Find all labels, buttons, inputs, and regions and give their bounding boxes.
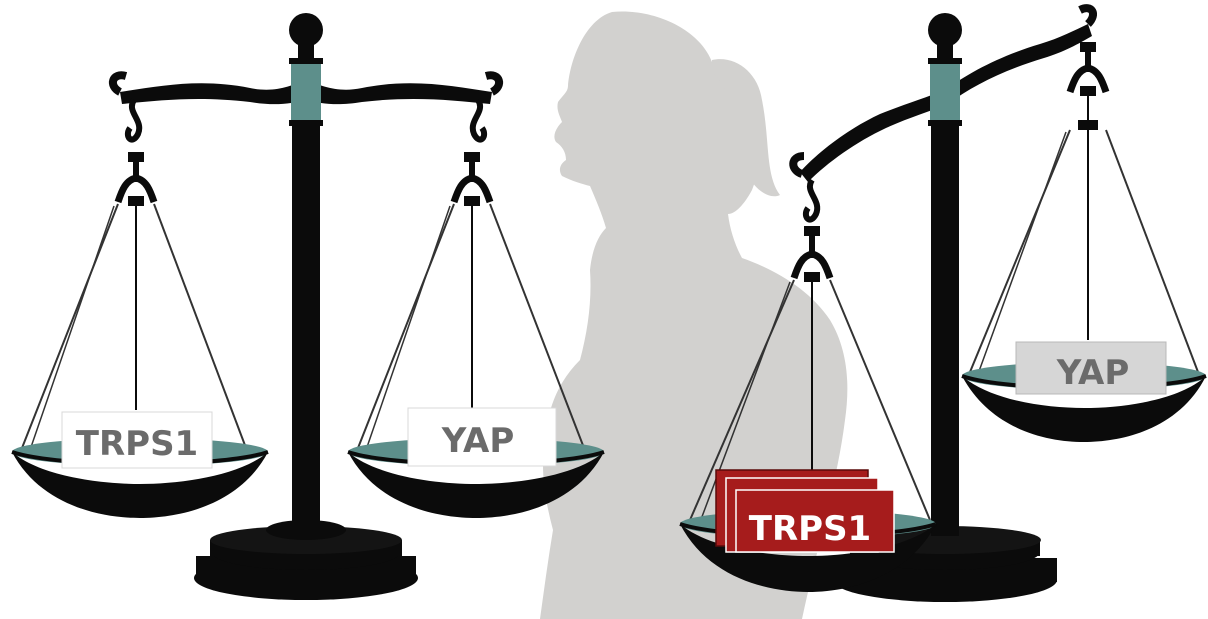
left-scale-right-hanger [358,100,584,450]
left-scale-yap-label: YAP [441,421,515,461]
right-scale-finial [928,13,962,47]
left-scale-left-hanger [22,100,246,450]
left-scale-collar [291,58,321,126]
left-scale-trps1-label: TRPS1 [76,424,198,464]
right-scale-pillar [931,100,959,536]
left-scale: TRPS1 YAP [12,13,604,600]
left-scale-pillar [292,100,320,536]
right-scale-yap-label: YAP [1056,353,1130,393]
right-scale-collar [930,58,960,126]
right-scale-light-hanger [970,42,1198,374]
left-scale-finial [289,13,323,47]
right-scale-trps1-label: TRPS1 [749,509,871,549]
